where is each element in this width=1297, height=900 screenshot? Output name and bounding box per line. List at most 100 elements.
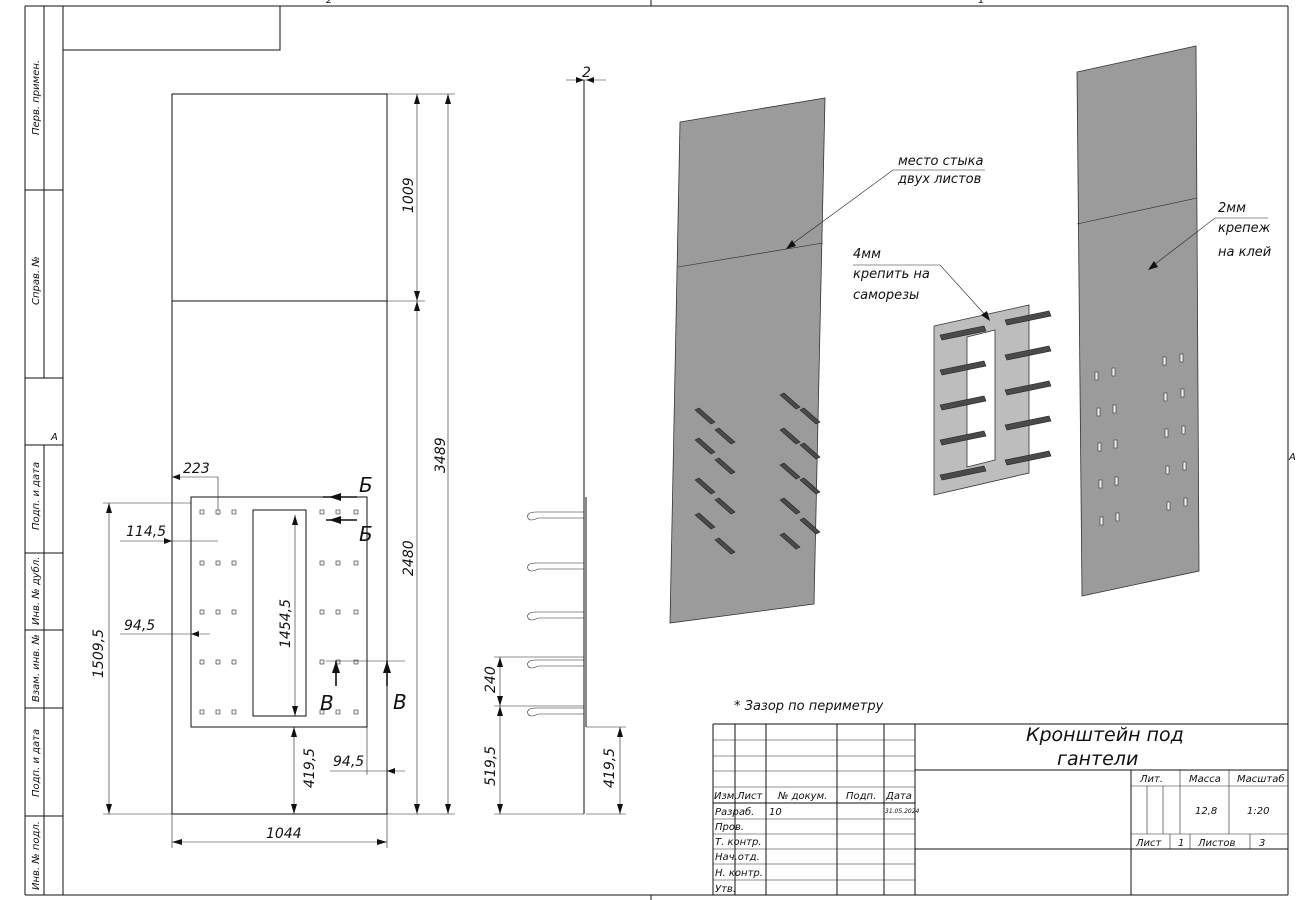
sheets-label: Листов (1197, 838, 1235, 849)
mounting-hole (353, 659, 359, 665)
section-label-v-left: В (320, 691, 334, 715)
mounting-hole (335, 709, 341, 715)
iso-hole (1182, 461, 1187, 471)
mounting-hole (353, 509, 359, 515)
mounting-hole (215, 560, 221, 566)
mounting-hole (335, 560, 341, 566)
note-joint-line2: двух листов (897, 172, 981, 187)
dim-thickness: 2 (582, 65, 591, 81)
iso-hook (939, 395, 987, 411)
iso-hole (1099, 516, 1104, 526)
iso-hook (939, 325, 987, 341)
iso-hole (1165, 465, 1170, 475)
mounting-hole (231, 560, 237, 566)
iso-hook (779, 462, 801, 480)
note-frame-line3: саморезы (853, 288, 919, 303)
dim-total-height: 3489 (433, 437, 449, 473)
section-label-b-bottom: Б (359, 522, 373, 546)
iso-hook (1004, 380, 1052, 396)
dim-bottom-offset: 419,5 (302, 748, 318, 788)
sidebar-label-inv: Инв. № подл. (31, 821, 42, 890)
iso-hook (779, 497, 801, 515)
iso-hook (714, 427, 736, 445)
iso-hole (1166, 501, 1171, 511)
mounting-hole (335, 509, 341, 515)
iso-hole (1180, 388, 1185, 398)
mounting-hole (199, 709, 205, 715)
dim-lower-height: 2480 (401, 540, 417, 576)
iso-hole (1183, 497, 1188, 507)
mounting-hole (199, 560, 205, 566)
mounting-hole (353, 560, 359, 566)
section-label-v-right: В (393, 690, 407, 714)
mass-value: 12,8 (1195, 806, 1217, 817)
note-frame-line2: крепить на (853, 267, 930, 282)
mounting-hole (215, 659, 221, 665)
hook-profile (527, 562, 584, 572)
iso-hole (1179, 353, 1184, 363)
dim-bottom-gap: 94,5 (333, 754, 364, 770)
hook-profile (527, 659, 584, 669)
iso-hole (1115, 512, 1120, 522)
footnote-gap: * Зазор по периметру (734, 699, 884, 714)
iso-hole (1096, 407, 1101, 417)
front-view: 1009 3489 2480 1044 223 114,5 94,5 1509,… (91, 93, 455, 848)
dim-plate-height: 1509,5 (91, 629, 107, 678)
iso-hook (1004, 450, 1052, 466)
sheet-value: 1 (1178, 838, 1184, 849)
sheet-frame (24, 0, 1289, 900)
iso-hook (694, 407, 716, 425)
iso-hole (1094, 371, 1099, 381)
role-razrab: Разраб. (715, 806, 754, 818)
dim-hole-offset-b: 94,5 (124, 618, 155, 634)
sidebar-label-vzam: Взам. инв. № (31, 634, 42, 702)
top-mark-2: 2 (326, 0, 332, 6)
iso-hook (1004, 345, 1052, 361)
sidebar-label-podp1: Подп. и дата (31, 462, 42, 530)
iso-hole (1181, 425, 1186, 435)
dim-hole-offset-a: 114,5 (126, 524, 166, 540)
iso-hook (779, 392, 801, 410)
mounting-hole (231, 609, 237, 615)
title-block: Кронштейн под гантели Изм. Лист № докум.… (712, 723, 1288, 895)
iso-hook (694, 512, 716, 530)
dim-plate-bottom: 419,5 (602, 748, 618, 788)
title-line1: Кронштейн под (1026, 724, 1184, 746)
mounting-hole (215, 509, 221, 515)
sidebar-label-sprav: Справ. № (31, 256, 42, 305)
iso-hole (1114, 476, 1119, 486)
razrab-date: 31.05.2024 (885, 808, 920, 815)
hook-profile (527, 511, 584, 521)
note-frame: 4мм крепить на саморезы (853, 247, 990, 321)
dim-left-offset: 223 (183, 461, 210, 477)
iso-hook (799, 442, 821, 460)
front-hole-pattern (199, 509, 359, 715)
note-joint-line1: место стыка (898, 154, 983, 169)
mounting-hole (199, 659, 205, 665)
iso-hole (1162, 356, 1167, 366)
hook-profile (527, 707, 584, 717)
iso-hook (779, 532, 801, 550)
mounting-hole (319, 609, 325, 615)
col-doc: № докум. (777, 791, 827, 802)
mass-label: Масса (1189, 774, 1221, 785)
iso-hook (694, 437, 716, 455)
mounting-hole (215, 609, 221, 615)
dim-width: 1044 (266, 826, 302, 842)
sidebar-label-perv: Перв. примен. (31, 60, 42, 135)
iso-hook (1004, 415, 1052, 431)
sidebar-label-podp2: Подп. и дата (31, 729, 42, 797)
role-nkontr: Н. контр. (715, 868, 763, 879)
mounting-hole (199, 609, 205, 615)
side-view: 2 240 519,5 419,5 (483, 65, 626, 815)
col-date: Дата (885, 791, 912, 802)
mounting-hole (215, 709, 221, 715)
iso-hook (694, 477, 716, 495)
iso-hook (714, 537, 736, 555)
role-utv: Утв. (715, 884, 736, 895)
mounting-hole (231, 509, 237, 515)
note-sheet: 2мм крепеж на клей (1148, 201, 1271, 270)
note-joint: место стыка двух листов (786, 154, 985, 249)
iso-hole (1163, 392, 1168, 402)
